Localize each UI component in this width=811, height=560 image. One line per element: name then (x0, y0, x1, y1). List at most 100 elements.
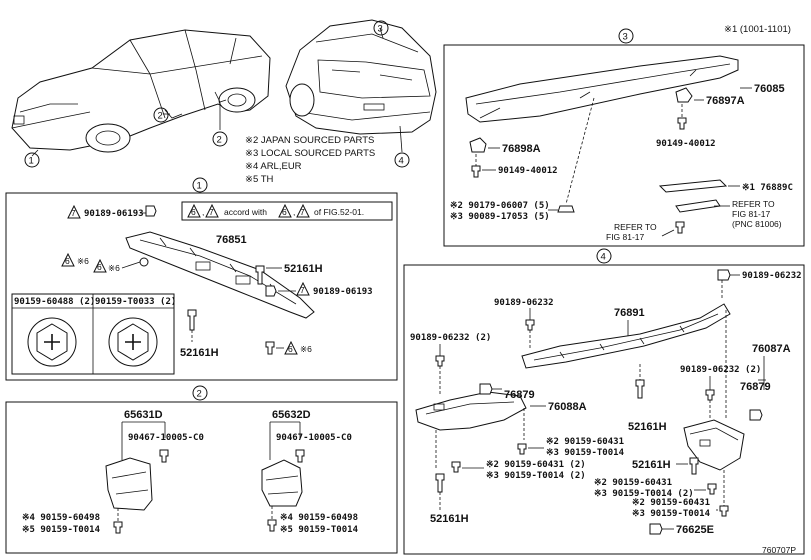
legend-line-3: ※4 ARL,EUR (245, 161, 302, 172)
callout-2-a-num: 2 (158, 111, 163, 122)
part-76889C (658, 179, 728, 193)
svg-text:6: 6 (282, 207, 287, 217)
label-76889C: ※1 76889C (742, 183, 793, 193)
callout-2-b-num: 2 (217, 135, 222, 146)
section-2-num: 2 (197, 389, 202, 400)
label-52161H-r: 52161H (632, 459, 671, 471)
callout-4-a-num: 4 (399, 156, 404, 167)
svg-text:7: 7 (300, 207, 305, 217)
svg-text:,: , (293, 207, 295, 217)
label-52161H-bottom: 52161H (180, 347, 219, 359)
clip-52161H-bottom (187, 309, 197, 331)
svg-text:※6: ※6 (300, 344, 312, 354)
label-76898A: 76898A (502, 143, 541, 155)
label-76087A: 76087A (752, 343, 791, 355)
label-65632D-n5: ※5 90159-T0014 (280, 525, 359, 535)
svg-text:6: 6 (288, 344, 293, 354)
part-76085-spoiler (465, 55, 739, 123)
label-90149-40012-b: 90149-40012 (498, 166, 558, 176)
callout-4-a (394, 152, 410, 168)
legend-line-1: ※2 JAPAN SOURCED PARTS (245, 135, 374, 146)
label-52161H-right: 52161H (284, 263, 323, 275)
label-76851: 76851 (216, 234, 247, 246)
part-76088A (415, 391, 527, 431)
label-90467-left: 90467-10005-C0 (128, 433, 204, 443)
label-s4-n3b: ※3 90159-T0014 (2) (486, 471, 586, 481)
label-s4-n3d: ※3 90159-T0014 (632, 509, 711, 519)
section-3-num: 3 (623, 32, 628, 43)
part-76891-rail (521, 303, 731, 369)
section-1-num: 1 (197, 181, 202, 192)
label-s4-n3c: ※3 90159-T0014 (2) (594, 489, 694, 499)
label-s4-n2c: ※2 90159-60431 (594, 478, 672, 488)
label-76879-r: 76879 (740, 381, 771, 393)
svg-text:7: 7 (71, 208, 76, 218)
label-s4-n2d: ※2 90159-60431 (632, 498, 710, 508)
svg-text:6: 6 (191, 207, 196, 217)
label-90189-06193-top: 90189-06193 (84, 209, 144, 219)
label-65632D-n4: ※4 90159-60498 (280, 513, 358, 523)
label-90467-right: 90467-10005-C0 (276, 433, 352, 443)
callout-3-a-num: 3 (378, 24, 383, 35)
svg-text:7: 7 (209, 207, 214, 217)
refer-1-b: FIG 81-17 (732, 209, 771, 219)
svg-text:6: 6 (97, 262, 102, 272)
legend-line-2: ※3 LOCAL SOURCED PARTS (245, 148, 375, 159)
car-front-illustration (11, 29, 271, 157)
footer-code: 760707P (762, 545, 796, 555)
table-col-2: 90159-T0033 (2) (95, 297, 176, 307)
label-90189-06193-right: 90189-06193 (313, 287, 373, 297)
label-65631D-n5: ※5 90159-T0014 (22, 525, 101, 535)
label-90149-40012-a: 90149-40012 (656, 139, 716, 149)
label-65631D: 65631D (124, 409, 163, 421)
svg-text:※6: ※6 (77, 256, 89, 266)
label-76891: 76891 (614, 307, 645, 319)
section-3: 3 76085 76897A 90149-40012 76898A 90149-… (443, 28, 805, 247)
label-s4-90189-06232-2r: 90189-06232 (2) (680, 365, 761, 375)
callout-3-a (373, 20, 389, 36)
section-2: 2 65631D 90467-10005-C0 ※4 90159-60498 ※… (5, 385, 398, 554)
label-65632D: 65632D (272, 409, 311, 421)
label-s4-90189-06232-tr: 90189-06232 (742, 271, 802, 281)
label-s4-n3a: ※3 90159-T0014 (546, 448, 625, 458)
label-s4-n2b: ※2 90159-60431 (2) (486, 460, 586, 470)
svg-text:7: 7 (300, 285, 305, 295)
callout-1-a-num: 1 (29, 156, 34, 167)
section-4-num: 4 (601, 252, 606, 263)
part-65632D (261, 459, 303, 507)
label-76625E: 76625E (676, 524, 714, 536)
refer-1-c: (PNC 81006) (732, 219, 782, 229)
legend-line-4: ※5 TH (245, 174, 274, 185)
callout-1-a (24, 152, 40, 168)
car-rear-illustration (285, 19, 437, 153)
label-65631D-n4: ※4 90159-60498 (22, 513, 100, 523)
label-s4-90189-06232-2l: 90189-06232 (2) (410, 333, 491, 343)
label-76879-l: 76879 (504, 389, 535, 401)
refer-2-a: REFER TO (614, 222, 657, 232)
part-76897A (675, 87, 693, 103)
part-65631D (105, 457, 153, 511)
label-s4-n2a: ※2 90159-60431 (546, 437, 624, 447)
refer-1-a: REFER TO (732, 199, 775, 209)
label-76897A: 76897A (706, 95, 745, 107)
section-1: 1 6 , 7 accord with 6 , 7 of FIG.52-01. … (5, 177, 398, 381)
header-note: ※1 (1001-1101) (724, 24, 791, 35)
label-s3-n3: ※3 90089-17053 (5) (450, 212, 550, 222)
section-4: 4 90189-06232 90189-06232 76891 90189-06… (403, 248, 805, 555)
section-1-badge (192, 177, 208, 193)
label-52161H-c: 52161H (628, 421, 667, 433)
part-76898A (469, 137, 487, 153)
label-76088A: 76088A (548, 401, 587, 413)
svg-text:,: , (202, 207, 204, 217)
label-76085: 76085 (754, 83, 785, 95)
callout-2-a (153, 107, 169, 123)
refer-2-b: FIG 81-17 (606, 232, 645, 242)
callout-2-b (212, 131, 228, 147)
table-col-1: 90159-60488 (2) (14, 297, 95, 307)
clip-icon (145, 205, 157, 217)
part-76087A (683, 419, 745, 471)
label-s3-n2: ※2 90179-06007 (5) (450, 201, 550, 211)
accord-text: accord with (224, 207, 267, 217)
svg-text:※6: ※6 (108, 263, 120, 273)
